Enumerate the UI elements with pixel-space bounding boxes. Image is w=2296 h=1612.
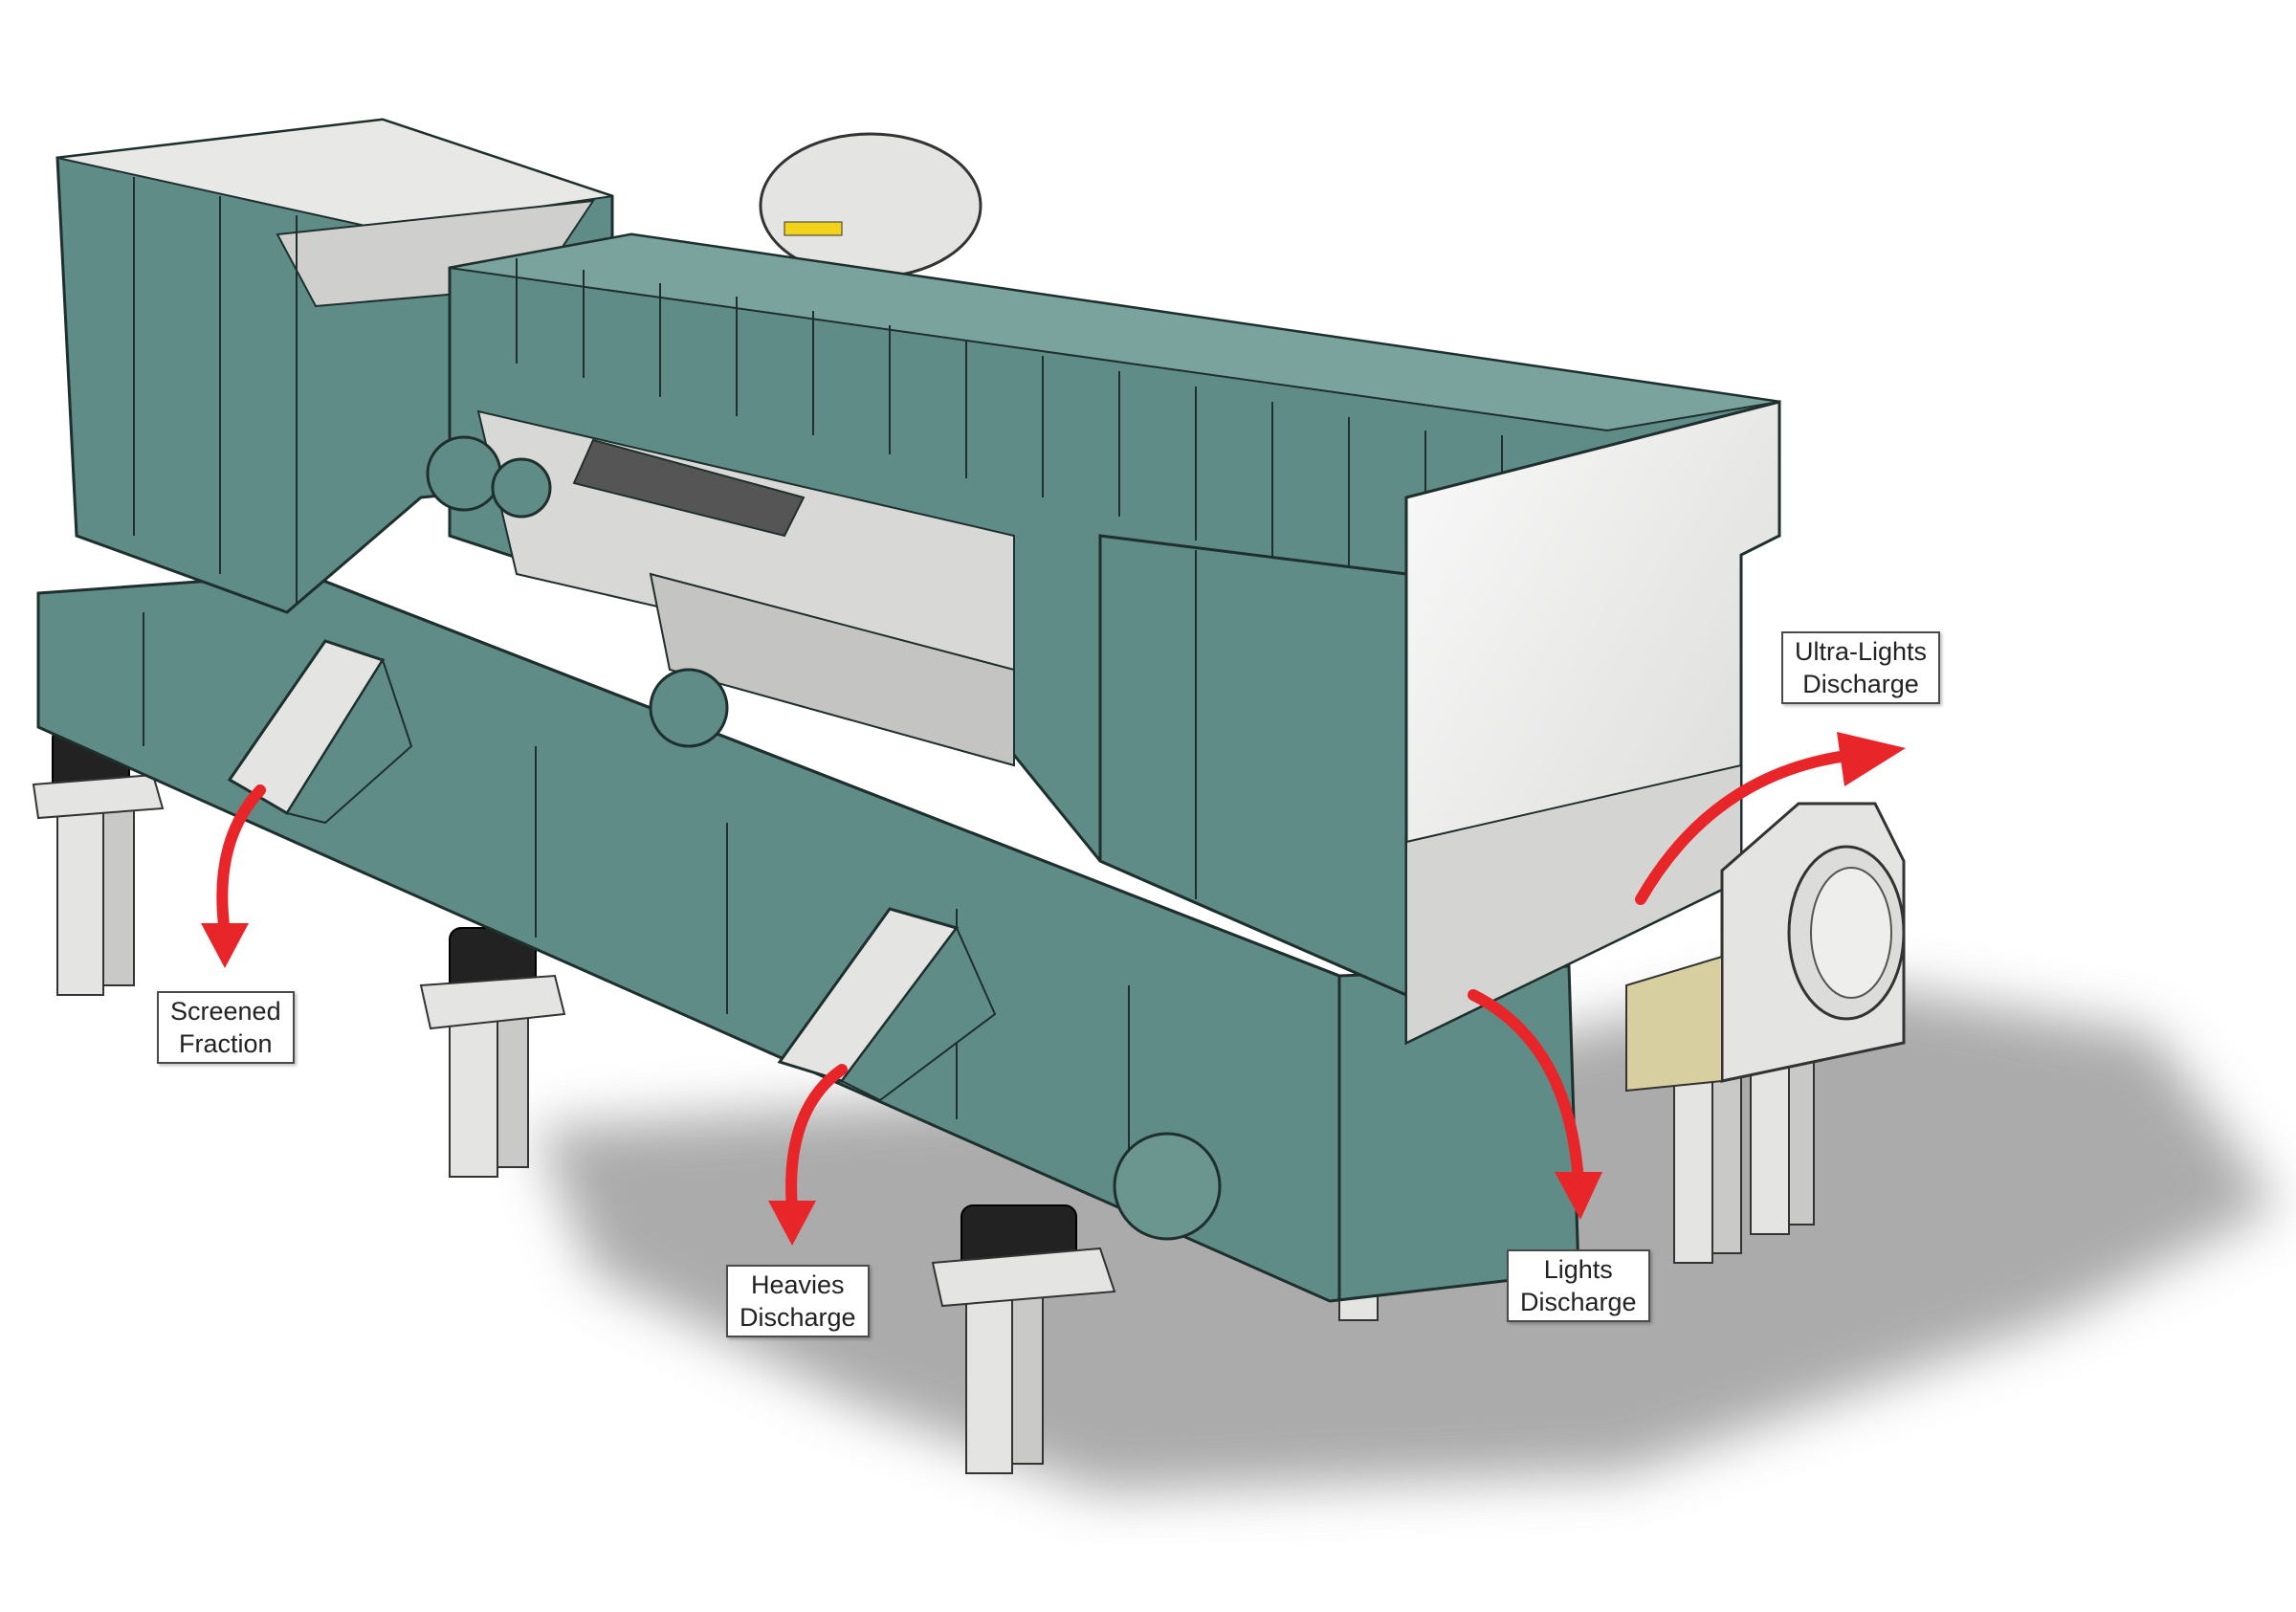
heavies-discharge-arrow [785, 1064, 848, 1216]
screened-fraction-label: Screened Fraction [157, 991, 295, 1064]
label-line: Discharge [740, 1303, 856, 1332]
label-line: Discharge [1520, 1288, 1637, 1316]
label-line: Discharge [1802, 670, 1919, 698]
flow-arrows [216, 750, 1852, 1216]
heavies-discharge-label: Heavies Discharge [726, 1265, 870, 1337]
ultra-lights-discharge-label: Ultra-Lights Discharge [1781, 631, 1941, 704]
label-line: Screened [170, 997, 281, 1026]
screened-fraction-arrow [216, 784, 266, 938]
drive-motor [759, 132, 982, 279]
air-knife-ports [426, 435, 729, 748]
inspection-port-icon [1113, 1132, 1222, 1241]
label-line: Lights [1543, 1255, 1613, 1284]
lights-discharge-label: Lights Discharge [1507, 1249, 1650, 1322]
label-line: Fraction [179, 1029, 273, 1058]
label-line: Ultra-Lights [1795, 637, 1928, 666]
label-line: Heavies [751, 1270, 845, 1299]
lights-discharge-arrow [1468, 989, 1584, 1187]
ultra-lights-discharge-arrow [1635, 750, 1852, 905]
